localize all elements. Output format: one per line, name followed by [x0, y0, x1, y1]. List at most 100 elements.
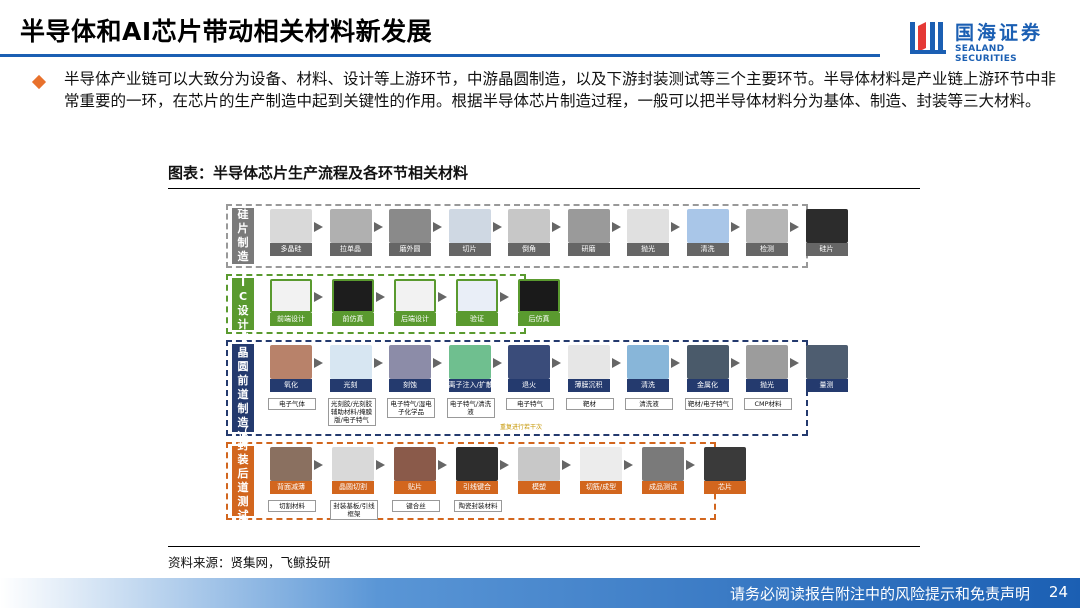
step-caption: 晶圆切割: [332, 481, 374, 494]
bullet-diamond-icon: [31, 74, 47, 90]
step-caption: 磨外圆: [389, 243, 431, 256]
process-step: 拉单晶: [329, 209, 372, 256]
process-step: 磨外圆: [389, 209, 431, 256]
process-step: 后仿真: [518, 279, 560, 326]
flow-arrow-icon: [671, 222, 680, 232]
step-caption: 光刻: [329, 379, 372, 392]
flow-arrow-icon: [500, 460, 509, 470]
flow-arrow-icon: [730, 358, 740, 368]
step-caption: 前仿真: [332, 313, 374, 326]
step-caption: 成品测试: [642, 481, 684, 494]
company-logo: 国海证券 SEALAND SECURITIES: [908, 16, 1068, 64]
step-photo-icon: [329, 209, 372, 243]
step-photo-icon: [270, 345, 312, 379]
process-step: 模塑: [518, 447, 560, 494]
process-step: 氧化: [270, 345, 312, 392]
step-photo-icon: [389, 209, 431, 243]
step-caption: 倒角: [508, 243, 550, 256]
material-label: 电子特气/清洗液: [446, 398, 495, 418]
flow-arrow-icon: [492, 222, 502, 232]
row-label: 硅 片 制 造: [232, 208, 254, 264]
process-step: 切片: [448, 209, 491, 256]
step-caption: 后端设计: [394, 313, 436, 326]
row-label: （ 晶 圆 前 道 制 造 ）: [232, 332, 254, 443]
step-caption: 芯片: [704, 481, 746, 494]
intro-paragraph: 半导体产业链可以大致分为设备、材料、设计等上游环节，中游晶圆制造，以及下游封装测…: [64, 70, 1057, 110]
process-step: 验证: [456, 279, 498, 326]
step-photo-icon: [627, 209, 669, 243]
step-photo-icon: [448, 209, 491, 243]
figure-bottom-rule: [168, 546, 920, 547]
step-caption: 氧化: [270, 379, 312, 392]
process-step: 退火: [508, 345, 550, 392]
flow-arrow-icon: [611, 358, 621, 368]
step-photo-icon: [270, 279, 312, 313]
flow-arrow-icon: [314, 222, 323, 232]
step-photo-icon: [704, 447, 746, 481]
process-step: 金属化: [686, 345, 729, 392]
step-caption: 退火: [508, 379, 550, 392]
process-step: 清洗: [686, 209, 729, 256]
flow-arrow-icon: [790, 222, 799, 232]
flow-arrow-icon: [376, 292, 385, 302]
step-photo-icon: [448, 345, 491, 379]
process-step: 抛光: [627, 209, 669, 256]
flow-arrow-icon: [492, 358, 502, 368]
step-caption: 模塑: [518, 481, 560, 494]
flow-arrow-icon: [376, 460, 385, 470]
material-label: 键合丝: [392, 500, 440, 512]
material-label: 陶瓷封装材料: [454, 500, 502, 512]
process-step: 芯片: [704, 447, 746, 494]
process-step: 贴片: [394, 447, 436, 494]
flow-arrow-icon: [438, 292, 447, 302]
step-caption: 拉单晶: [329, 243, 372, 256]
flow-arrow-icon: [562, 460, 571, 470]
repeat-note: 重复进行若干次: [500, 424, 543, 431]
step-photo-icon: [329, 345, 372, 379]
process-step: 晶圆切割: [332, 447, 374, 494]
material-label: 电子特气/湿电子化学品: [387, 398, 435, 418]
material-label: 光刻胶/光刻胶辅助材料/掩膜版/电子特气: [327, 398, 376, 426]
step-photo-icon: [805, 345, 848, 379]
flow-arrow-icon: [552, 358, 561, 368]
step-caption: 硅片: [805, 243, 848, 256]
footer-disclaimer: 请务必阅读报告附注中的风险提示和免责声明: [729, 585, 1030, 603]
process-step: 后端设计: [394, 279, 436, 326]
flow-arrow-icon: [314, 460, 323, 470]
step-photo-icon: [332, 279, 374, 313]
flow-arrow-icon: [373, 222, 383, 232]
step-caption: 研磨: [567, 243, 610, 256]
step-photo-icon: [389, 345, 431, 379]
title-divider: [0, 54, 880, 57]
step-photo-icon: [332, 447, 374, 481]
step-caption: 背面减薄: [270, 481, 312, 494]
material-label: 切割材料: [268, 500, 316, 512]
step-photo-icon: [394, 447, 436, 481]
material-label: 封装基板/引线框架: [330, 500, 378, 520]
step-caption: 切片: [448, 243, 491, 256]
flow-arrow-icon: [373, 358, 383, 368]
logo-english-name: SEALAND SECURITIES: [955, 44, 1017, 64]
material-label: 靶材/电子特气: [684, 398, 733, 410]
step-caption: 离子注入/扩散: [448, 379, 491, 392]
page-title: 半导体和AI芯片带动相关材料新发展: [20, 17, 433, 46]
process-step: 前端设计: [270, 279, 312, 326]
step-photo-icon: [456, 279, 498, 313]
process-step: 薄膜沉积: [567, 345, 610, 392]
page-number: 24: [1048, 583, 1068, 601]
flow-arrow-icon: [314, 358, 323, 368]
step-photo-icon: [567, 345, 610, 379]
flow-arrow-icon: [730, 222, 740, 232]
step-photo-icon: [508, 209, 550, 243]
footer-bar: 请务必阅读报告附注中的风险提示和免责声明 24: [0, 578, 1080, 608]
process-step: 硅片: [805, 209, 848, 256]
step-caption: 检测: [746, 243, 788, 256]
step-caption: 后仿真: [518, 313, 560, 326]
step-caption: 薄膜沉积: [567, 379, 610, 392]
step-photo-icon: [567, 209, 610, 243]
process-step: 倒角: [508, 209, 550, 256]
process-step: 成品测试: [642, 447, 684, 494]
process-step: 光刻: [329, 345, 372, 392]
step-caption: 量测: [805, 379, 848, 392]
material-label: 靶材: [565, 398, 614, 410]
